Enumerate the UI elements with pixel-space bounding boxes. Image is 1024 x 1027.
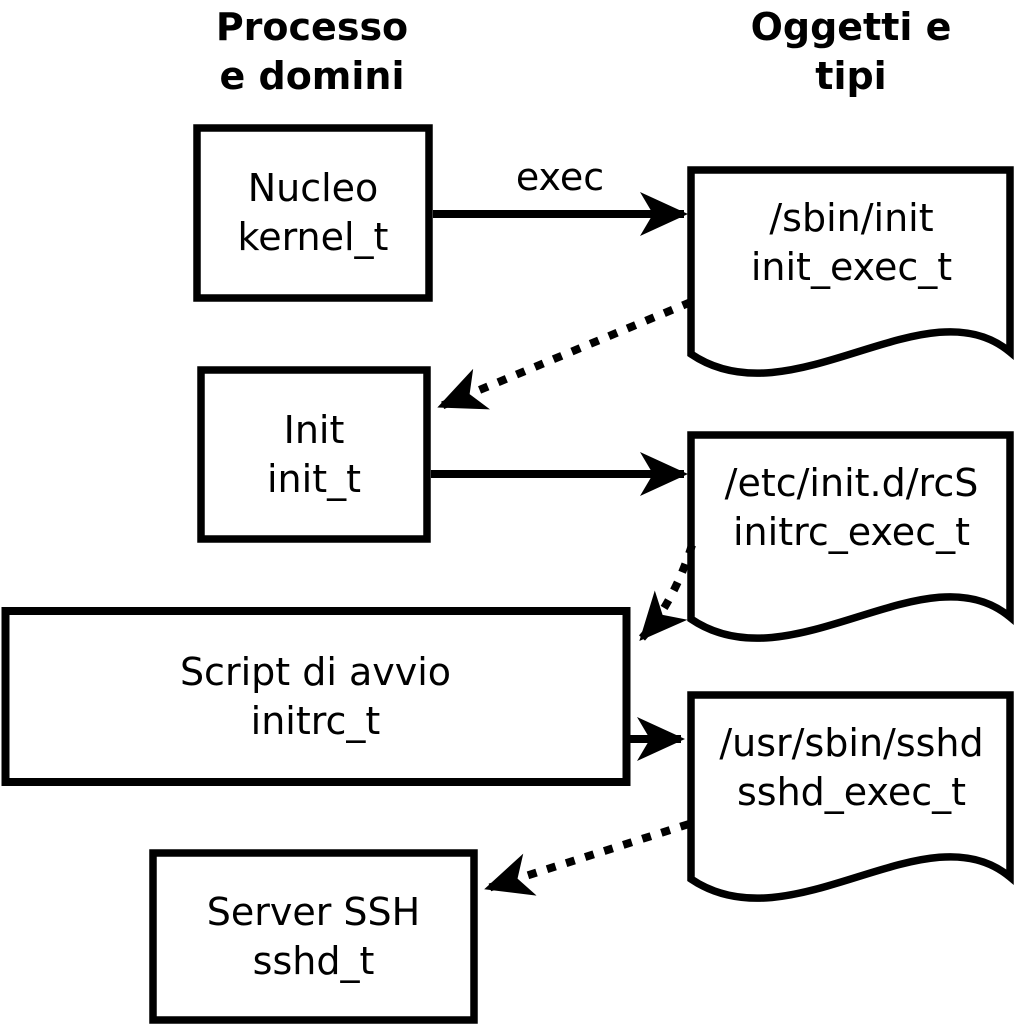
process-name: Nucleo <box>247 166 379 210</box>
object-type: sshd_exec_t <box>736 769 966 814</box>
process-name: Init <box>283 407 345 452</box>
object-type: init_exec_t <box>750 244 953 289</box>
process-type: kernel_t <box>237 215 389 259</box>
object-doc-sshd-exec <box>687 691 1014 902</box>
process-label-sshd: Server SSH sshd_t <box>153 853 474 1020</box>
transition-arrow-initexec-to-init <box>437 298 693 410</box>
process-type: sshd_t <box>252 938 375 983</box>
object-label-init-exec: /sbin/init init_exec_t <box>692 170 1011 315</box>
object-label-sshd-exec: /usr/sbin/sshd sshd_exec_t <box>692 695 1011 840</box>
exec-edge-label-text: exec <box>515 155 605 199</box>
object-type: initrc_exec_t <box>733 509 970 554</box>
process-label-init: Init init_t <box>201 370 427 539</box>
process-box-sshd <box>149 849 478 1024</box>
process-label-initrc: Script di avvio initrc_t <box>5 611 626 782</box>
object-path: /usr/sbin/sshd <box>719 720 984 765</box>
transition-arrow-initrcexec-to-initrc <box>639 543 696 641</box>
transition-arrow-sshdexec-to-sshd <box>484 820 691 896</box>
object-doc-init-exec <box>687 166 1014 377</box>
column-header-objects: Oggetti e tipi <box>696 2 1006 102</box>
column-header-processes-line1: Processo <box>215 5 409 49</box>
process-box-kernel <box>193 124 433 302</box>
process-type: initrc_t <box>250 698 381 743</box>
object-label-initrc-exec: /etc/init.d/rcS initrc_exec_t <box>692 435 1011 580</box>
process-name: Server SSH <box>206 889 421 934</box>
column-header-objects-line2: tipi <box>815 54 887 98</box>
process-box-initrc <box>1 607 631 786</box>
process-type: init_t <box>267 456 361 501</box>
column-header-objects-line1: Oggetti e <box>750 5 952 49</box>
process-label-kernel: Nucleo kernel_t <box>197 128 429 298</box>
exec-edge-label: exec <box>480 155 640 199</box>
object-doc-initrc-exec <box>687 431 1014 642</box>
object-path: /sbin/init <box>769 195 934 240</box>
object-path: /etc/init.d/rcS <box>724 460 979 505</box>
column-header-processes: Processo e domini <box>157 2 467 102</box>
column-header-processes-line2: e domini <box>219 54 405 98</box>
process-box-init <box>197 366 431 543</box>
process-name: Script di avvio <box>179 649 452 694</box>
